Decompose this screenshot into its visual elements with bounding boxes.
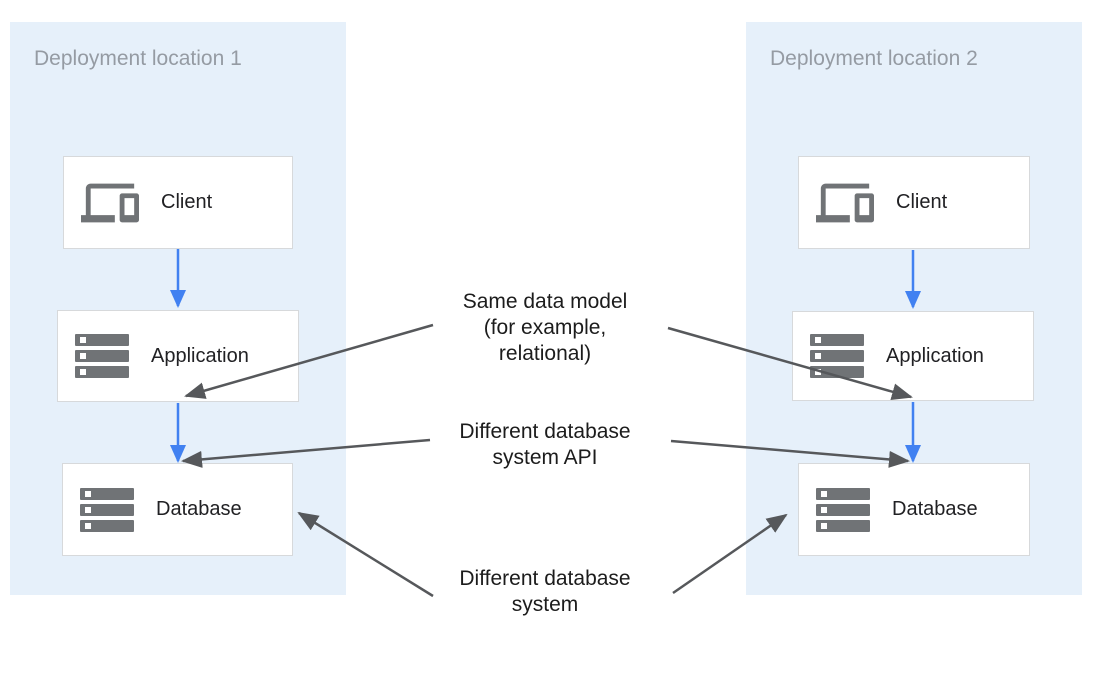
- node-label: Client: [161, 191, 213, 213]
- application-box-location-2: Application: [792, 311, 1034, 401]
- node-label: Database: [156, 498, 242, 520]
- node-label: Application: [886, 344, 984, 367]
- panel-title: Deployment location 2: [770, 47, 978, 70]
- annotation-different-database-system: Different database system: [425, 566, 665, 618]
- node-label: Application: [151, 344, 249, 367]
- client-box-location-1: Client: [63, 156, 293, 249]
- devices-icon: [81, 174, 139, 232]
- database-box-location-1: Database: [62, 463, 293, 556]
- annotation-text-line: Different database: [459, 420, 631, 443]
- annotation-text-line: system API: [492, 446, 598, 469]
- annotation-text-line: (for example,: [483, 316, 607, 339]
- annotation-text-line: Same data model: [462, 290, 628, 313]
- panel-title: Deployment location 1: [34, 47, 242, 70]
- annotation-different-database-system-api: Different database system API: [425, 419, 665, 471]
- storage-icon: [75, 334, 129, 378]
- storage-icon: [80, 487, 134, 532]
- application-box-location-1: Application: [57, 310, 299, 402]
- node-label: Client: [896, 191, 948, 213]
- annotation-text-line: Different database: [459, 567, 631, 590]
- devices-icon: [816, 174, 874, 232]
- database-box-location-2: Database: [798, 463, 1030, 556]
- storage-icon: [816, 487, 870, 532]
- node-label: Database: [892, 498, 978, 520]
- storage-icon: [810, 334, 864, 378]
- client-box-location-2: Client: [798, 156, 1030, 249]
- annotation-text-line: system: [511, 593, 579, 616]
- annotation-text-line: relational): [498, 342, 592, 365]
- annotation-same-data-model: Same data model (for example, relational…: [425, 289, 665, 367]
